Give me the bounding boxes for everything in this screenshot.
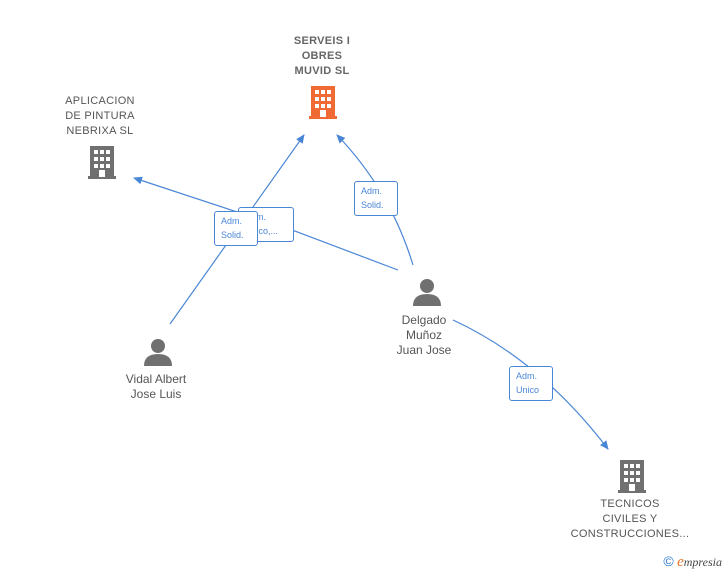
- building-icon[interactable]: [618, 460, 646, 493]
- node-label-aplicacion[interactable]: APLICACION DE PINTURA NEBRIXA SL: [65, 95, 135, 137]
- node-label-delgado[interactable]: Delgado Muñoz Juan Jose: [396, 313, 452, 357]
- node-label-main-company[interactable]: SERVEIS I OBRES MUVID SL: [293, 35, 351, 77]
- brand-rest: mpresia: [683, 555, 722, 569]
- edge-label-vidal-to-main[interactable]: Adm. Solid.: [214, 211, 258, 246]
- node-label-tecnicos[interactable]: TECNICOS CIVILES Y CONSTRUCCIONES...: [570, 498, 690, 540]
- building-icon[interactable]: [309, 86, 337, 119]
- edge-label-delgado-to-main[interactable]: Adm. Solid.: [354, 181, 398, 216]
- brand-logo: © empresia: [663, 553, 722, 571]
- person-icon[interactable]: [413, 279, 441, 306]
- person-icon[interactable]: [144, 339, 172, 366]
- node-label-vidal[interactable]: Vidal Albert Jose Luis: [125, 372, 187, 401]
- building-icon[interactable]: [88, 146, 116, 179]
- brand-first-letter: e: [677, 554, 684, 570]
- copyright-icon: ©: [663, 553, 674, 569]
- edge-label-delgado-to-tecnicos[interactable]: Adm. Unico: [509, 366, 553, 401]
